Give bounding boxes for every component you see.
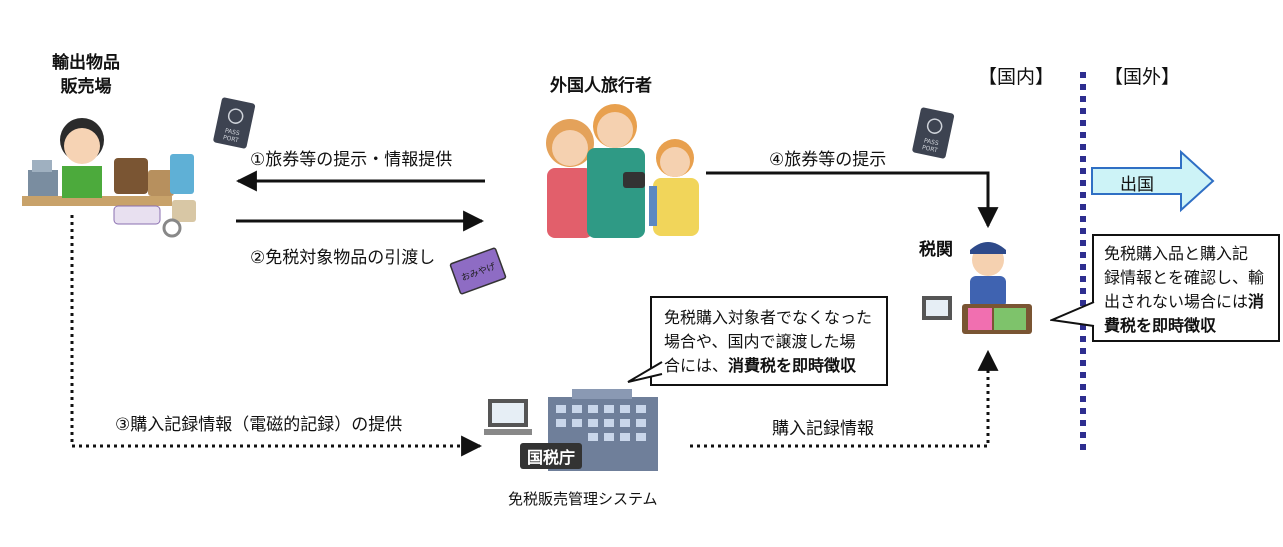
travelers-label: 外国人旅行者 — [550, 76, 652, 96]
customs-note-line2: 録情報とを確認し、輸 — [1104, 268, 1265, 287]
shop-label: 輸出物品 販売場 — [52, 51, 120, 99]
arrow-step4 — [706, 171, 999, 229]
customs-bubble-tail — [1050, 301, 1095, 327]
passport-text-1: PASS — [224, 127, 240, 137]
arrow-step3 — [70, 215, 483, 457]
step1-label: ①旅券等の提示・情報提供 — [250, 150, 453, 170]
departure-arrow — [1091, 149, 1215, 213]
customs-note-line1: 免税購入品と購入記 — [1104, 244, 1249, 263]
nta-sign-text: 国税庁 — [527, 448, 575, 467]
travelers-illustration — [546, 104, 699, 238]
step2-label: ②免税対象物品の引渡し — [250, 248, 436, 268]
nta-note-bubble: 免税購入対象者でなくなった 場合や、国内で譲渡した場 合には、消費税を即時徴収 — [650, 296, 888, 386]
customs-note-line4: 費税を即時徴収 — [1104, 316, 1217, 335]
customs-label: 税関 — [919, 240, 953, 260]
departure-label: 出国 — [1120, 175, 1154, 195]
nta-building-illustration: 国税庁 — [484, 389, 658, 471]
customs-officer-illustration — [922, 242, 1032, 334]
passport-text-2: PORT — [222, 134, 239, 144]
nta-note-line1: 免税購入対象者でなくなった — [664, 308, 873, 327]
nta-note-line3: 合には、 — [664, 356, 729, 375]
customs-note-line3: 出されない場合には — [1104, 292, 1249, 311]
step3-label: ③購入記録情報（電磁的記録）の提供 — [115, 415, 403, 435]
nta-note-line3-bold: 消費税を即時徴収 — [728, 356, 857, 375]
nta-note-line2: 場合や、国内で譲渡した場 — [664, 332, 856, 351]
customs-note-bubble: 免税購入品と購入記 録情報とを確認し、輸 出されない場合には消 費税を即時徴収 — [1092, 234, 1280, 342]
passport4-text-1: PASS — [923, 137, 939, 147]
passport4-text-2: PORT — [921, 144, 938, 154]
nta-bubble-tail — [627, 361, 663, 383]
domestic-label: 【国内】 — [978, 66, 1055, 88]
shop-label-line2: 販売場 — [60, 77, 112, 97]
shop-label-line1: 輸出物品 — [52, 53, 120, 73]
purchase-record-label: 購入記録情報 — [772, 419, 874, 439]
customs-note-line3-bold: 消 — [1248, 292, 1265, 311]
step4-label: ④旅券等の提示 — [769, 150, 887, 170]
shop-clerk-illustration — [22, 118, 196, 238]
souvenir-box-icon: おみやげ — [449, 247, 507, 295]
passport-icon-step4: PASS PORT — [912, 107, 955, 159]
system-label: 免税販売管理システム — [508, 490, 658, 508]
passport-icon: PASS PORT — [213, 97, 256, 149]
overseas-label: 【国外】 — [1104, 66, 1181, 88]
arrow-purchase-record — [690, 349, 999, 448]
